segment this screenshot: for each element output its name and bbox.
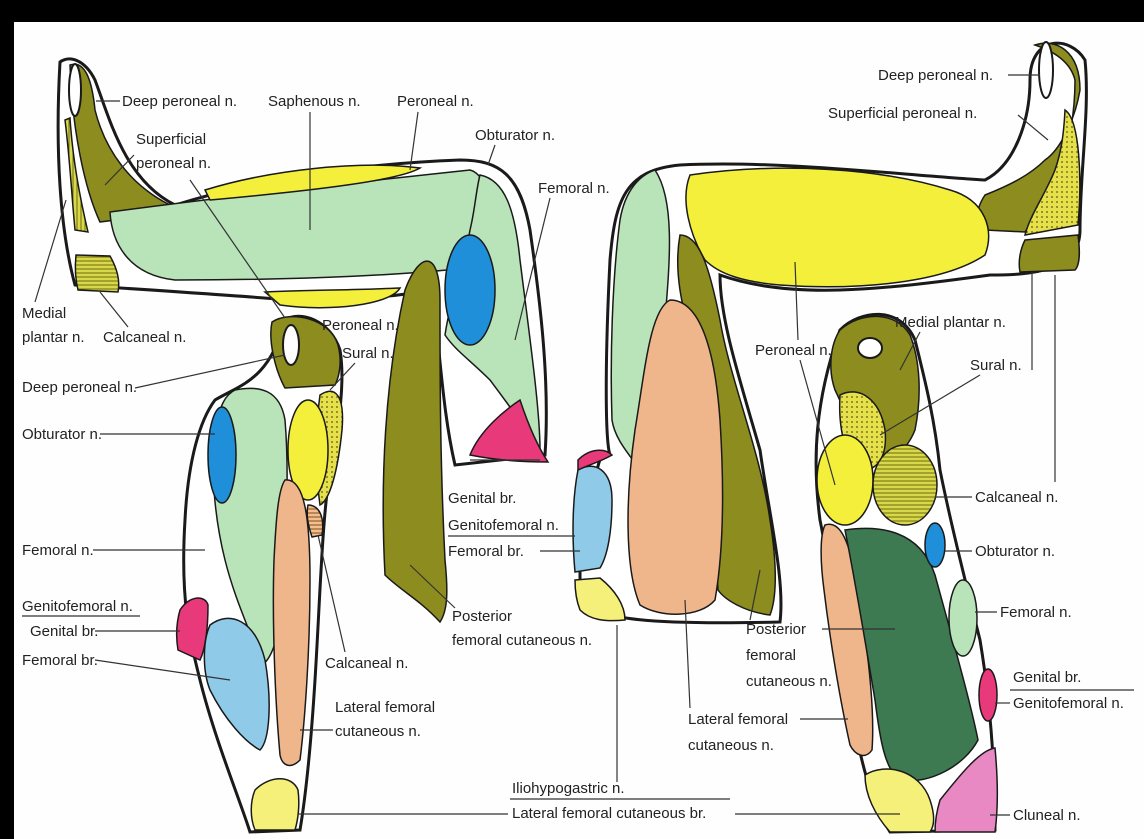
toe-top-left <box>69 64 81 116</box>
label-superficial-peroneal-1b: peroneal n. <box>136 155 211 172</box>
label-posterior-femoral-2c: cutaneous n. <box>746 673 832 690</box>
genital-region-bottom-right <box>979 669 997 721</box>
leg-bottom-right <box>816 314 997 832</box>
label-calcaneal-2: Calcaneal n. <box>325 655 408 672</box>
label-peroneal-3: Peroneal n. <box>755 342 832 359</box>
label-lateral-femoral-2a: Lateral femoral <box>688 711 788 728</box>
label-peroneal-1: Peroneal n. <box>397 93 474 110</box>
label-obturator-2: Obturator n. <box>22 426 102 443</box>
label-posterior-femoral-2b: femoral <box>746 647 796 664</box>
label-medial-plantar-1b: plantar n. <box>22 329 85 346</box>
label-superficial-peroneal-1a: Superficial <box>136 131 206 148</box>
label-posterior-femoral-1a: Posterior <box>452 608 512 625</box>
label-genital-1: Genital br. <box>30 623 98 640</box>
label-femoral-1: Femoral n. <box>538 180 610 197</box>
toe-bottom-right <box>858 338 882 358</box>
label-iliohypogastric: Iliohypogastric n. <box>512 780 625 797</box>
label-genital-3: Genital br. <box>1013 669 1081 686</box>
label-medial-plantar-2: Medial plantar n. <box>895 314 1006 331</box>
label-sural-1: Sural n. <box>342 345 394 362</box>
label-saphenous-1: Saphenous n. <box>268 93 361 110</box>
label-sural-2: Sural n. <box>970 357 1022 374</box>
peroneal-lower-top-left <box>265 288 400 308</box>
label-deep-peroneal-3: Deep peroneal n. <box>878 67 993 84</box>
leg-bottom-left <box>177 316 343 832</box>
label-lateral-femoral-br: Lateral femoral cutaneous br. <box>512 805 706 822</box>
lateral-femoral-bottom-left <box>273 480 310 766</box>
obturator-region-bottom-left <box>208 407 236 503</box>
calcaneal-bottom-right <box>873 445 937 525</box>
genital-region-bottom-left <box>177 598 208 660</box>
label-deep-peroneal-1: Deep peroneal n. <box>122 93 237 110</box>
label-calcaneal-1: Calcaneal n. <box>103 329 186 346</box>
label-femoral-2: Femoral n. <box>22 542 94 559</box>
label-femoral-br-1: Femoral br. <box>22 652 98 669</box>
label-genitofemoral-3: Genitofemoral n. <box>1013 695 1124 712</box>
label-deep-peroneal-2: Deep peroneal n. <box>22 379 137 396</box>
label-genital-2: Genital br. <box>448 490 516 507</box>
femoral-region-bottom-right <box>949 580 977 656</box>
label-femoral-br-2: Femoral br. <box>448 543 524 560</box>
label-genitofemoral-2: Genitofemoral n. <box>448 517 559 534</box>
label-lateral-femoral-2b: cutaneous n. <box>688 737 774 754</box>
label-posterior-femoral-2a: Posterior <box>746 621 806 638</box>
label-peroneal-2: Peroneal n. <box>322 317 399 334</box>
label-obturator-3: Obturator n. <box>975 543 1055 560</box>
label-genitofemoral-1: Genitofemoral n. <box>22 598 133 615</box>
heel-top-right <box>1019 235 1079 272</box>
label-lateral-femoral-1b: cutaneous n. <box>335 723 421 740</box>
calcaneal-top-left <box>75 255 118 292</box>
toe-bottom-left <box>283 325 299 365</box>
label-lateral-femoral-1a: Lateral femoral <box>335 699 435 716</box>
obturator-region-bottom-right <box>925 523 945 567</box>
label-calcaneal-3: Calcaneal n. <box>975 489 1058 506</box>
lat-fem-br-bottom-left <box>251 779 299 830</box>
label-obturator-1: Obturator n. <box>475 127 555 144</box>
label-medial-plantar-1a: Medial <box>22 305 66 322</box>
label-cluneal: Cluneal n. <box>1013 807 1081 824</box>
obturator-region-top-left <box>445 235 495 345</box>
posterior-femoral-top-left <box>383 261 447 622</box>
label-femoral-3: Femoral n. <box>1000 604 1072 621</box>
label-superficial-peroneal-2: Superficial peroneal n. <box>828 105 977 122</box>
label-posterior-femoral-1b: femoral cutaneous n. <box>452 632 592 649</box>
toe-top-right <box>1039 42 1053 98</box>
